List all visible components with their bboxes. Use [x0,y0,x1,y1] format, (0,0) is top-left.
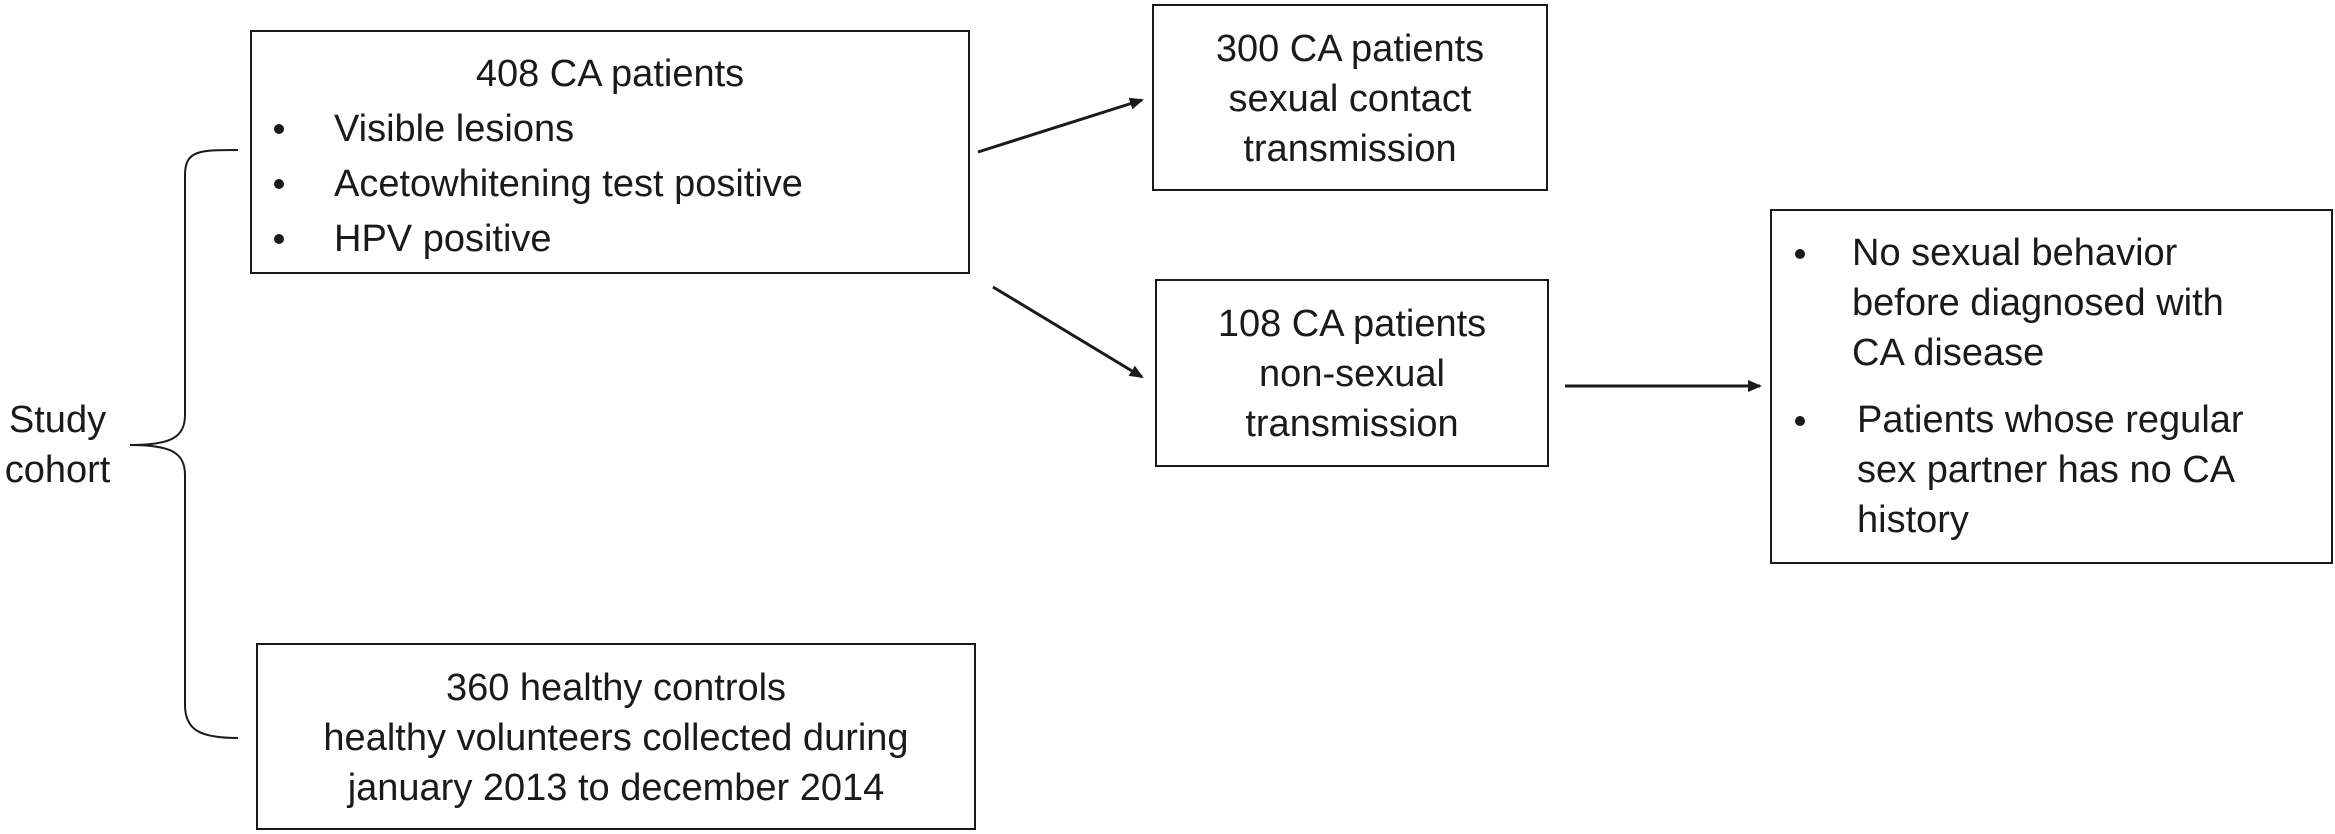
controls-box-line1: 360 healthy controls [445,667,787,709]
cohort-label-line2: cohort [4,449,111,491]
nonsexual-transmission-box: 108 CA patients non-sexual transmission [1155,279,1549,467]
sexual-box-line2: sexual contact [1228,78,1472,120]
nonsexual-box-line1: 108 CA patients [1217,303,1487,345]
criteria-item1: No sexual behavior before diagnosed with… [1852,228,2224,378]
arrow-to-sexual [977,97,1144,154]
criteria-item2-line3: history [1857,499,1969,541]
patients-box-title: 408 CA patients [475,53,745,95]
patients-criterion-text: Visible lesions [334,108,575,150]
bullet-icon [274,124,284,134]
bullet-icon [1795,249,1805,259]
controls-box-line3: january 2013 to december 2014 [347,767,885,809]
nonsexual-box-line3: transmission [1245,403,1459,445]
arrow-to-nonsexual [992,285,1144,379]
patients-criterion: Acetowhitening test positive [252,159,968,214]
nonsexual-criteria-box: No sexual behavior before diagnosed with… [1770,209,2333,564]
cohort-brace [129,149,239,739]
criteria-item2-line1: Patients whose regular [1857,399,2244,441]
controls-box-line2: healthy volunteers collected during [323,717,909,759]
criteria-item1-line1: No sexual behavior [1852,232,2178,274]
nonsexual-box-line2: non-sexual [1259,353,1445,395]
patients-criterion: HPV positive [252,214,968,269]
criteria-item1-line3: CA disease [1852,332,2045,374]
patients-criterion: Visible lesions [252,104,968,159]
healthy-controls-box: 360 healthy controls healthy volunteers … [256,643,976,830]
patients-box: 408 CA patients Visible lesions Acetowhi… [250,30,970,274]
patients-criteria-list: Visible lesions Acetowhitening test posi… [252,104,968,269]
criteria-item2: Patients whose regular sex partner has n… [1857,395,2244,545]
bullet-icon [274,179,284,189]
criteria-item2-line2: sex partner has no CA [1857,449,2236,491]
sexual-box-line3: transmission [1243,128,1457,170]
cohort-label-line1: Study [8,399,107,441]
patients-criterion-text: Acetowhitening test positive [334,163,803,205]
bullet-icon [1795,416,1805,426]
criteria-item1-line2: before diagnosed with [1852,282,2224,324]
bullet-icon [274,234,284,244]
study-cohort-label: Study cohort [0,395,115,495]
sexual-box-line1: 300 CA patients [1215,28,1485,70]
sexual-transmission-box: 300 CA patients sexual contact transmiss… [1152,4,1548,191]
patients-criterion-text: HPV positive [334,218,552,260]
